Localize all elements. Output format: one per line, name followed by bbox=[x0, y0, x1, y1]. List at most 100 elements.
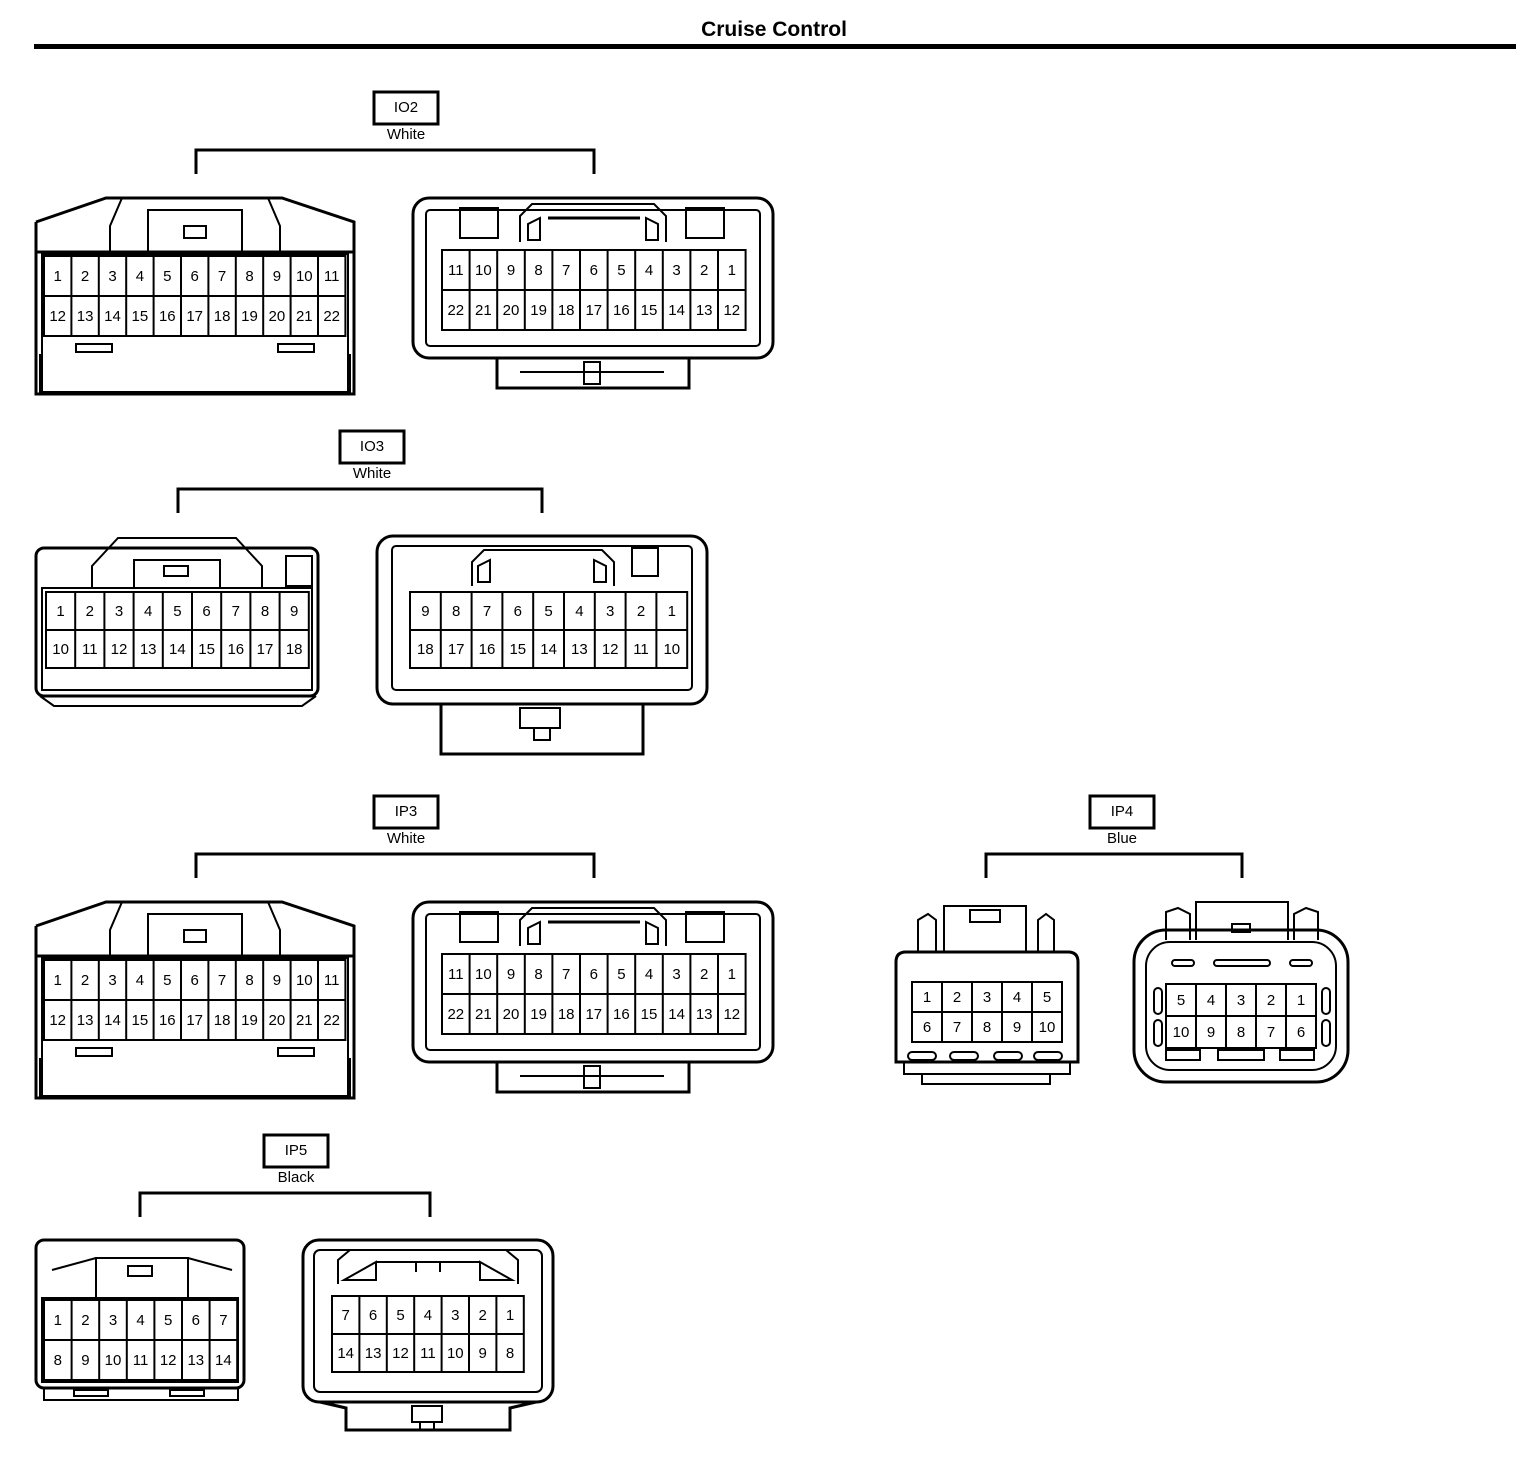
io3-female-pin: 5 bbox=[173, 603, 181, 620]
ip3-male-pin: 1 bbox=[728, 966, 736, 983]
ip3-female-pin: 13 bbox=[77, 1012, 94, 1029]
ip3-male-pin: 20 bbox=[503, 1006, 520, 1023]
io2-male-pin: 12 bbox=[723, 302, 740, 319]
ip4-male-pin: 2 bbox=[1267, 992, 1275, 1009]
ip4-male-pin: 5 bbox=[1177, 992, 1185, 1009]
io2-male-pin: 22 bbox=[447, 302, 464, 319]
ip3-female-pin: 11 bbox=[324, 972, 340, 989]
bracket bbox=[176, 487, 544, 513]
ip5-male-pin: 7 bbox=[342, 1307, 350, 1324]
connector-id: IO3 bbox=[360, 438, 384, 455]
io2-female-pin: 9 bbox=[273, 268, 281, 285]
io3-female-pin: 8 bbox=[261, 603, 269, 620]
ip3-female-pin: 16 bbox=[159, 1012, 176, 1029]
ip4-female-pin: 4 bbox=[1013, 989, 1021, 1006]
ip4-female-pin: 7 bbox=[953, 1019, 961, 1036]
io2-female-pin: 5 bbox=[163, 268, 171, 285]
ip4-female-pin: 1 bbox=[923, 989, 931, 1006]
io3-female-pin: 18 bbox=[286, 641, 303, 658]
io3-male-pin: 15 bbox=[509, 641, 526, 658]
io2-female-pin: 13 bbox=[77, 308, 94, 325]
connector-color: Blue bbox=[1107, 830, 1137, 847]
bracket bbox=[138, 1191, 432, 1217]
io3-female-pin: 9 bbox=[290, 603, 298, 620]
connector-id: IO2 bbox=[394, 99, 418, 116]
io2-female-pin: 10 bbox=[296, 268, 313, 285]
ip5-female-pin: 13 bbox=[187, 1352, 204, 1369]
io2-female-pin: 21 bbox=[296, 308, 313, 325]
connector-color: White bbox=[387, 830, 425, 847]
ip5-female-pin: 1 bbox=[54, 1312, 62, 1329]
bracket bbox=[194, 148, 596, 174]
ip3-female-pin: 17 bbox=[186, 1012, 203, 1029]
ip4-female-pin: 9 bbox=[1013, 1019, 1021, 1036]
ip5-male-pin: 10 bbox=[447, 1345, 464, 1362]
ip3-female-pin: 5 bbox=[163, 972, 171, 989]
ip3-female-pin: 19 bbox=[241, 1012, 258, 1029]
ip5-male-pin: 1 bbox=[506, 1307, 514, 1324]
ip3-male-pin: 10 bbox=[475, 966, 492, 983]
connector-id: IP4 bbox=[1111, 803, 1134, 820]
io2-female-pin: 19 bbox=[241, 308, 258, 325]
io3-male-pin: 12 bbox=[602, 641, 619, 658]
ip4-male-pin: 4 bbox=[1207, 992, 1215, 1009]
ip3-male-pin: 16 bbox=[613, 1006, 630, 1023]
io3-female-pin: 6 bbox=[202, 603, 210, 620]
ip5-male-pin: 9 bbox=[479, 1345, 487, 1362]
io3-male-pin: 11 bbox=[633, 641, 649, 658]
io2-male-pin: 14 bbox=[668, 302, 685, 319]
ip3-male-pin: 18 bbox=[558, 1006, 575, 1023]
io2-female-pin: 12 bbox=[49, 308, 66, 325]
io2-male-pin: 2 bbox=[700, 262, 708, 279]
io3-female-pin: 10 bbox=[52, 641, 69, 658]
ip5-male-pin: 12 bbox=[392, 1345, 409, 1362]
io2-male-pin: 20 bbox=[503, 302, 520, 319]
io3-male-pin: 9 bbox=[421, 603, 429, 620]
io3-female-pin: 11 bbox=[82, 641, 98, 658]
io2-female-pin: 17 bbox=[186, 308, 203, 325]
bracket bbox=[194, 852, 596, 878]
ip3-female-pin: 4 bbox=[136, 972, 144, 989]
io2-male-pin: 17 bbox=[585, 302, 602, 319]
ip5-female-pin: 7 bbox=[219, 1312, 227, 1329]
io2-female-pin: 20 bbox=[269, 308, 286, 325]
io2-female-pin: 6 bbox=[191, 268, 199, 285]
connector-id: IP3 bbox=[395, 803, 418, 820]
io2-male-pin: 5 bbox=[617, 262, 625, 279]
io3-female-pin: 17 bbox=[257, 641, 274, 658]
ip5-male-pin: 11 bbox=[420, 1345, 436, 1362]
ip3-female-pin: 1 bbox=[54, 972, 62, 989]
ip5-male-pin: 6 bbox=[369, 1307, 377, 1324]
io2-female-pin: 2 bbox=[81, 268, 89, 285]
ip3-male-pin: 21 bbox=[475, 1006, 492, 1023]
io3-male-pin: 14 bbox=[540, 641, 557, 658]
io2-male-pin: 1 bbox=[728, 262, 736, 279]
connector-color: Black bbox=[278, 1169, 315, 1186]
ip3-male-pin: 12 bbox=[723, 1006, 740, 1023]
io3-male-pin: 1 bbox=[668, 603, 676, 620]
ip5-male-pin: 5 bbox=[396, 1307, 404, 1324]
io3-male-pin: 2 bbox=[637, 603, 645, 620]
ip3-female-pin: 18 bbox=[214, 1012, 231, 1029]
io2-female-pin: 22 bbox=[323, 308, 340, 325]
ip5-male-pin: 4 bbox=[424, 1307, 432, 1324]
ip5-female-pin: 3 bbox=[109, 1312, 117, 1329]
io3-female-pin: 1 bbox=[56, 603, 64, 620]
io2-female-pin: 3 bbox=[108, 268, 116, 285]
ip5-female-pin: 14 bbox=[215, 1352, 232, 1369]
io2-male-pin: 13 bbox=[696, 302, 713, 319]
ip4-male-pin: 3 bbox=[1237, 992, 1245, 1009]
ip5-female-pin: 10 bbox=[105, 1352, 122, 1369]
connector-color: White bbox=[353, 465, 391, 482]
